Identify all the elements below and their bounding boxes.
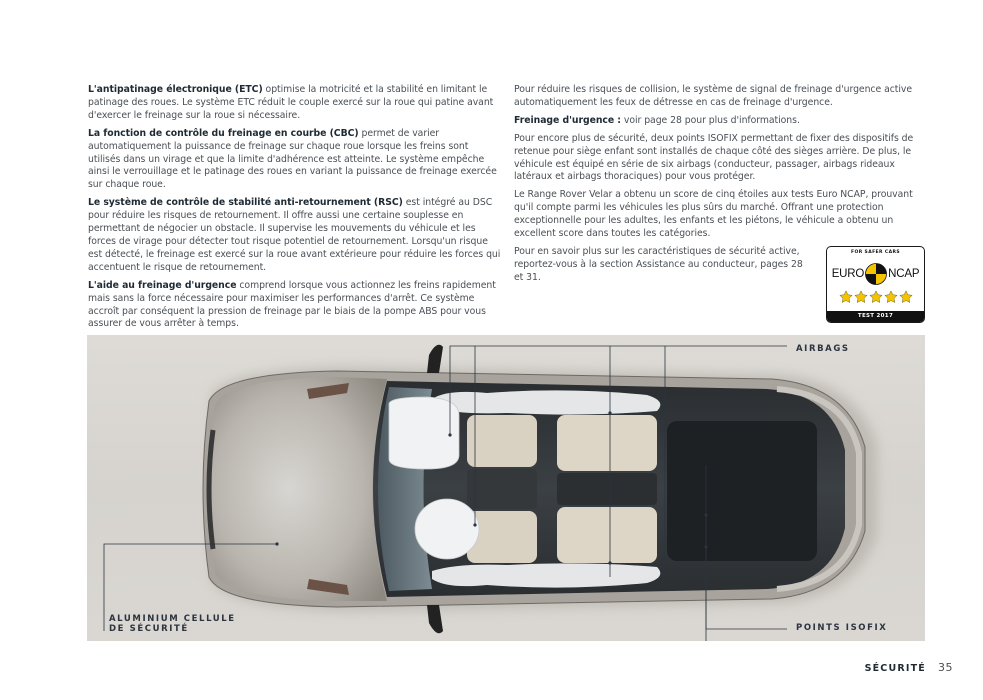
paragraph-body: comprend lorsque vous actionnez les frei… — [88, 279, 496, 330]
paragraph-emergency-signal: Pour réduire les risques de collision, l… — [514, 84, 928, 110]
paragraph-body: est intégré au DSC pour réduire les risq… — [88, 197, 501, 273]
paragraph-lead: Freinage d'urgence : — [514, 114, 621, 126]
paragraph-body: Le Range Rover Velar a obtenu un score d… — [514, 189, 913, 240]
paragraph-body: Pour réduire les risques de collision, l… — [514, 84, 913, 108]
paragraph-emergency-brake-assist: L'aide au freinage d'urgence comprend lo… — [88, 280, 503, 332]
star-icon — [898, 290, 913, 303]
page-footer: SÉCURITÉ 35 — [865, 661, 953, 674]
ncap-test-year: TEST 2017 — [827, 311, 924, 322]
callout-aluminium-safety-cell: ALUMINIUM CELLULE DE SÉCURITÉ — [109, 614, 236, 634]
paragraph-etc: L'antipatinage électronique (ETC) optimi… — [88, 84, 503, 123]
ncap-star-rating — [827, 290, 924, 304]
paragraph-emergency-brake-ref: Freinage d'urgence : voir page 28 pour p… — [514, 115, 928, 128]
paragraph-body: Pour en savoir plus sur les caractéristi… — [514, 245, 803, 283]
paragraph-rsc: Le système de contrôle de stabilité anti… — [88, 197, 503, 274]
vehicle-safety-illustration: AIRBAGS ALUMINIUM CELLULE DE SÉCURITÉ PO… — [87, 335, 925, 641]
paragraph-body: voir page 28 pour plus d'informations. — [620, 114, 800, 126]
paragraph-lead: L'antipatinage électronique (ETC) — [88, 84, 263, 95]
paragraph-cbc: La fonction de contrôle du freinage en c… — [88, 128, 503, 193]
ncap-word-euro: EURO — [831, 268, 865, 280]
paragraph-body: Pour encore plus de sécurité, deux point… — [514, 132, 914, 183]
ncap-word-ncap: NCAP — [888, 268, 920, 280]
ncap-tagline: FOR SAFER CARS — [851, 250, 900, 255]
car-top-view-illustration — [103, 344, 877, 641]
right-text-column: Pour réduire les risques de collision, l… — [514, 84, 928, 290]
euro-ncap-badge: FOR SAFER CARS EURO NCAP TEST 2017 — [826, 246, 925, 323]
paragraph-lead: L'aide au freinage d'urgence — [88, 279, 237, 291]
page-number: 35 — [938, 661, 953, 674]
star-icon — [883, 290, 898, 303]
crash-test-dummy-icon — [865, 263, 888, 285]
left-text-column: L'antipatinage électronique (ETC) optimi… — [88, 84, 503, 336]
star-icon — [853, 290, 868, 303]
paragraph-driver-assist-ref: Pour en savoir plus sur les caractéristi… — [514, 246, 814, 285]
star-icon — [838, 290, 853, 303]
ncap-logo: EURO NCAP — [827, 263, 924, 285]
paragraph-isofix-airbags: Pour encore plus de sécurité, deux point… — [514, 133, 928, 185]
paragraph-lead: Le système de contrôle de stabilité anti… — [88, 197, 403, 209]
star-icon — [868, 290, 883, 303]
paragraph-body: optimise la motricité et la stabilité en… — [88, 84, 494, 121]
callout-airbags: AIRBAGS — [796, 344, 850, 354]
paragraph-lead: La fonction de contrôle du freinage en c… — [88, 127, 359, 139]
section-title: SÉCURITÉ — [864, 663, 926, 674]
callout-isofix-points: POINTS ISOFIX — [796, 623, 888, 633]
paragraph-euro-ncap: Le Range Rover Velar a obtenu un score d… — [514, 189, 928, 241]
paragraph-body: permet de varier automatiquement la puis… — [88, 127, 497, 191]
